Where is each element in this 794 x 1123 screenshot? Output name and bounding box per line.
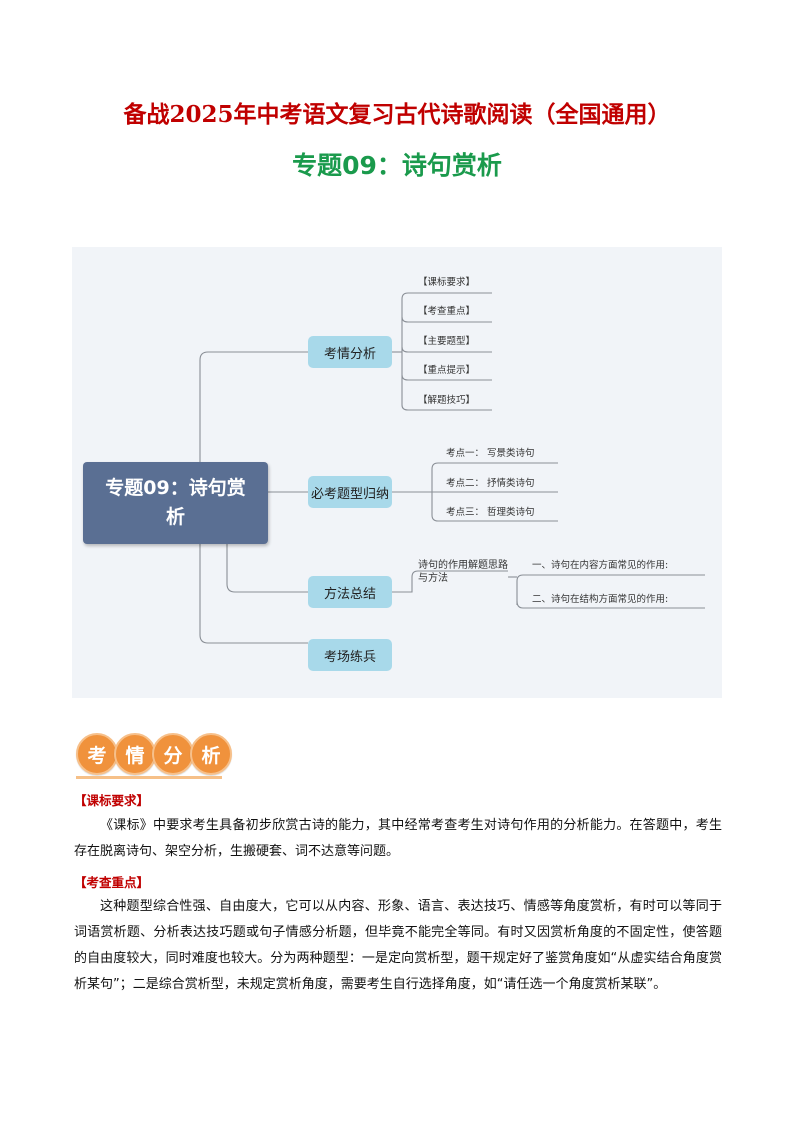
section-badge: 考 情 分 析	[76, 733, 232, 777]
mind-map-root: 专题09：诗句赏析	[83, 462, 268, 544]
section-text-exam-focus: 这种题型综合性强、自由度大，它可以从内容、形象、语言、表达技巧、情感等角度赏析，…	[74, 899, 722, 992]
badge-char: 情	[114, 733, 156, 775]
leaf-method-approach: 诗句的作用解题思路与方法	[418, 560, 508, 584]
document-title: 备战2025年中考语文复习古代诗歌阅读（全国通用）	[123, 101, 671, 128]
section-heading-course-requirement: 【课标要求】	[74, 793, 150, 808]
leaf-philosophy-verse: 考点三： 哲理类诗句	[446, 507, 535, 518]
leaf-key-tips: 【重点提示】	[418, 365, 476, 376]
branch-practice: 考场练兵	[308, 639, 392, 671]
badge-char: 分	[152, 733, 194, 775]
branch-label: 考情分析	[323, 346, 376, 362]
badge-char: 析	[190, 733, 232, 775]
leaf-structure-function: 二、诗句在结构方面常见的作用:	[532, 594, 669, 605]
document-subtitle: 专题09：诗句赏析	[292, 151, 502, 180]
badge-char: 考	[76, 733, 118, 775]
branch-method-summary: 方法总结	[308, 576, 392, 608]
leaf-solving-skills: 【解题技巧】	[418, 395, 476, 406]
leaf-content-function: 一、诗句在内容方面常见的作用:	[532, 560, 669, 571]
badge-underline	[76, 776, 222, 779]
mind-map: 专题09：诗句赏析 考情分析 必考题型归纳 方法总结 考场练兵 【课标要求】 【…	[72, 247, 722, 698]
leaf-scenery-verse: 考点一： 写景类诗句	[446, 448, 535, 459]
branch-label: 必考题型归纳	[310, 486, 389, 502]
section-text-course-requirement: 《课标》中要求考生具备初步欣赏古诗的能力，其中经常考查考生对诗句作用的分析能力。…	[74, 818, 722, 859]
mind-map-connectors	[199, 292, 705, 644]
root-label: 专题09：诗句赏析	[105, 477, 246, 528]
branch-label: 方法总结	[323, 586, 376, 602]
branch-exam-analysis: 考情分析	[308, 336, 392, 368]
leaf-course-requirement: 【课标要求】	[418, 277, 476, 288]
branch-question-types: 必考题型归纳	[308, 476, 392, 508]
branch-label: 考场练兵	[323, 649, 376, 665]
leaf-emotion-verse: 考点二： 抒情类诗句	[446, 478, 535, 489]
section-heading-exam-focus: 【考查重点】	[74, 875, 150, 890]
leaf-main-types: 【主要题型】	[418, 336, 476, 347]
leaf-exam-focus: 【考查重点】	[418, 306, 476, 317]
